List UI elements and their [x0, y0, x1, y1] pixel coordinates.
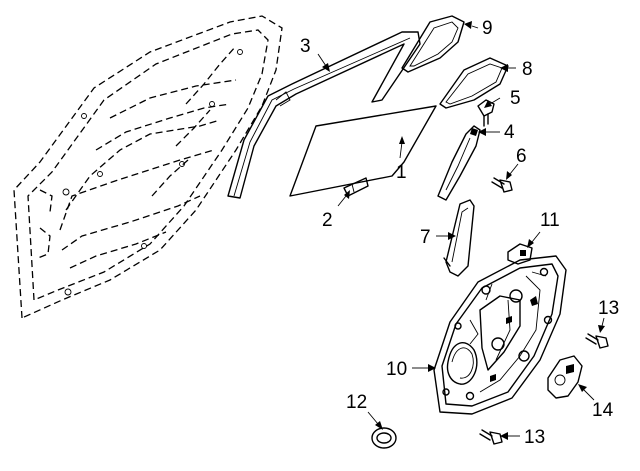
callout-labels: 1 2 3 4 5 6 7 8 9 10 11 12 13 13 14 [300, 18, 619, 448]
callout-7: 7 [420, 227, 431, 248]
leader-lines [317, 21, 605, 440]
quarter-glass-part [401, 15, 465, 73]
quarter-seal-part [439, 57, 509, 109]
callout-2: 2 [322, 210, 333, 231]
bolt-part-13a [585, 333, 609, 349]
callout-14: 14 [592, 400, 614, 421]
bracket-part-7 [443, 199, 475, 277]
bolt-part-6 [491, 177, 513, 193]
callout-1: 1 [396, 162, 407, 183]
door-shell-outline [13, 15, 283, 319]
callout-8: 8 [522, 59, 533, 80]
callout-13-upper: 13 [598, 298, 619, 319]
callout-13-lower: 13 [524, 427, 545, 448]
lock-actuator-part [547, 355, 583, 399]
channel-strip-part [437, 125, 481, 201]
grommet-part [371, 427, 397, 449]
bolt-part-13b [479, 429, 503, 445]
door-glass-part [289, 105, 437, 197]
callout-12: 12 [346, 392, 367, 413]
callout-4: 4 [504, 122, 515, 143]
callout-9: 9 [482, 18, 493, 39]
callout-11: 11 [540, 210, 560, 231]
callout-5: 5 [510, 88, 521, 109]
callout-10: 10 [386, 359, 407, 380]
bracket-part-11 [507, 243, 533, 265]
clip-part [477, 99, 495, 127]
regulator-module-part [433, 255, 567, 415]
callout-6: 6 [516, 146, 527, 167]
callout-3: 3 [300, 36, 311, 57]
run-channel-part [227, 31, 421, 199]
